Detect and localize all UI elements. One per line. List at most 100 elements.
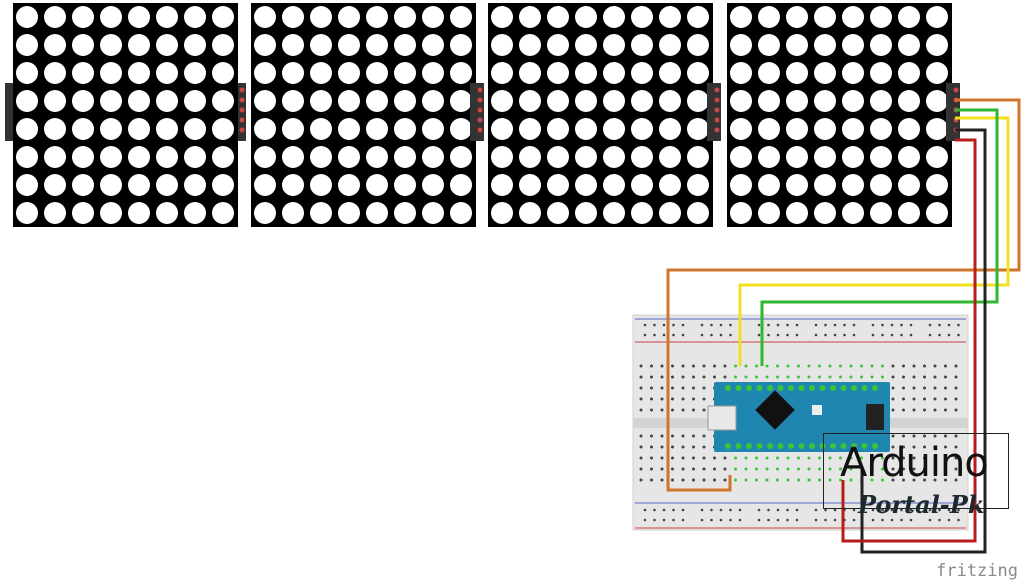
- led-dot: [44, 62, 66, 84]
- led-dot: [184, 146, 206, 168]
- led-dot: [254, 202, 276, 224]
- led-dot: [758, 118, 780, 140]
- led-dot: [926, 6, 948, 28]
- led-dot: [730, 90, 752, 112]
- orange-wire: [666, 98, 1021, 492]
- led-dot: [547, 34, 569, 56]
- led-dot: [212, 6, 234, 28]
- led-dot: [659, 6, 681, 28]
- led-dot: [786, 90, 808, 112]
- led-dot: [842, 202, 864, 224]
- led-dot: [184, 62, 206, 84]
- led-dot: [100, 118, 122, 140]
- led-dot: [842, 34, 864, 56]
- led-dot: [450, 202, 472, 224]
- led-dot: [16, 6, 38, 28]
- led-dot: [842, 90, 864, 112]
- led-dot: [870, 34, 892, 56]
- led-dot: [519, 202, 541, 224]
- led-dot: [758, 34, 780, 56]
- led-dot: [575, 118, 597, 140]
- led-dot: [730, 6, 752, 28]
- watermark-title: Arduino: [840, 440, 989, 486]
- led-dot: [687, 174, 709, 196]
- led-dot: [898, 118, 920, 140]
- led-dot: [687, 118, 709, 140]
- led-dot: [758, 62, 780, 84]
- led-dot: [842, 174, 864, 196]
- led-dot: [786, 62, 808, 84]
- led-dot: [128, 34, 150, 56]
- led-dot: [366, 62, 388, 84]
- led-dot: [184, 174, 206, 196]
- led-dot: [254, 62, 276, 84]
- led-dot: [786, 174, 808, 196]
- led-dot: [254, 90, 276, 112]
- led-dot: [184, 202, 206, 224]
- led-dot: [842, 146, 864, 168]
- led-dot: [575, 62, 597, 84]
- led-dot: [338, 202, 360, 224]
- led-dot: [282, 118, 304, 140]
- led-dot: [212, 62, 234, 84]
- led-dot: [491, 90, 513, 112]
- led-dot: [450, 90, 472, 112]
- led-dot: [842, 118, 864, 140]
- led-dot: [631, 146, 653, 168]
- led-dot: [72, 118, 94, 140]
- led-dot: [422, 34, 444, 56]
- led-dot: [72, 62, 94, 84]
- led-dot: [898, 146, 920, 168]
- led-dot: [128, 90, 150, 112]
- led-dot: [659, 118, 681, 140]
- led-dot: [603, 34, 625, 56]
- led-dot: [72, 90, 94, 112]
- led-dot: [156, 6, 178, 28]
- led-dot: [491, 202, 513, 224]
- led-dot: [282, 6, 304, 28]
- led-dot: [870, 6, 892, 28]
- led-dot: [156, 62, 178, 84]
- led-dot: [870, 202, 892, 224]
- led-dot: [491, 146, 513, 168]
- fritzing-logo: fritzing: [936, 561, 1018, 581]
- led-dot: [128, 118, 150, 140]
- led-dot: [282, 62, 304, 84]
- led-dot: [16, 90, 38, 112]
- led-dot: [519, 62, 541, 84]
- led-dot: [730, 34, 752, 56]
- led-dot: [575, 90, 597, 112]
- led-dot: [450, 34, 472, 56]
- led-dot: [814, 34, 836, 56]
- led-dot: [730, 174, 752, 196]
- led-dot: [659, 146, 681, 168]
- led-dot: [603, 6, 625, 28]
- led-dot: [758, 6, 780, 28]
- led-dot: [310, 34, 332, 56]
- led-dot: [394, 202, 416, 224]
- led-dot: [282, 202, 304, 224]
- led-dot: [786, 146, 808, 168]
- led-dot: [156, 146, 178, 168]
- led-dot: [730, 202, 752, 224]
- usb-port: [707, 405, 737, 431]
- led-dot: [310, 146, 332, 168]
- led-dot: [184, 90, 206, 112]
- led-dot: [366, 202, 388, 224]
- led-dot: [687, 90, 709, 112]
- led-dot: [156, 202, 178, 224]
- icsp-header: [866, 404, 884, 430]
- reset-button: [812, 405, 822, 415]
- led-dot: [338, 90, 360, 112]
- led-dot: [394, 6, 416, 28]
- led-dot: [659, 202, 681, 224]
- led-dot: [212, 174, 234, 196]
- led-dot: [184, 34, 206, 56]
- led-dot: [842, 62, 864, 84]
- led-dot: [338, 118, 360, 140]
- led-dot: [422, 118, 444, 140]
- led-dot: [926, 34, 948, 56]
- led-dot: [366, 118, 388, 140]
- led-dot: [730, 146, 752, 168]
